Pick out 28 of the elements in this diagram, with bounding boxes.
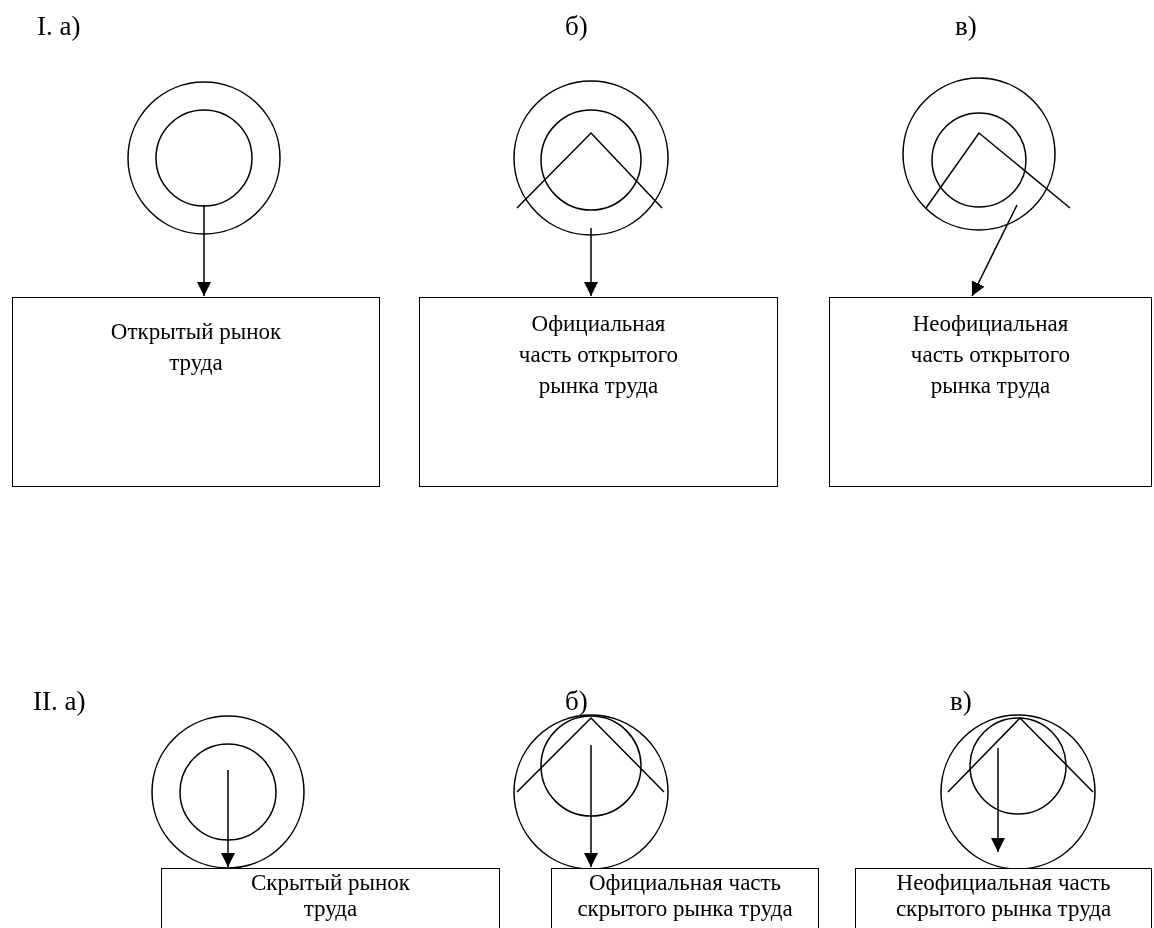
box-text: Официальная часть скрытого рынка труда	[576, 870, 794, 923]
text-box	[419, 297, 778, 487]
box-text: Открытый рынок труда	[109, 318, 283, 378]
arrow	[221, 769, 235, 868]
arrow	[197, 204, 211, 297]
panel-label: б)	[565, 12, 588, 42]
box-text: Официальная часть открытого рынка труда	[517, 310, 680, 401]
concentric-circles-drawing	[126, 80, 282, 236]
box-text: Неофициальная часть открытого рынка труда	[909, 310, 1072, 401]
arrow	[584, 744, 598, 868]
arrow	[971, 204, 1018, 297]
arrow	[584, 227, 598, 297]
box-text: Неофициальная часть скрытого рынка труда	[894, 870, 1113, 923]
panel-label: II. а)	[33, 687, 86, 717]
panel-label: в)	[955, 12, 977, 42]
concentric-circles-drawing	[901, 76, 1072, 232]
panel-label: б)	[565, 687, 588, 717]
text-box	[12, 297, 380, 487]
text-box	[551, 868, 819, 928]
arrow	[991, 747, 1005, 853]
concentric-circles-drawing	[150, 714, 306, 870]
panel-label: I. а)	[37, 12, 81, 42]
box-text: Скрытый рынок труда	[250, 870, 411, 923]
panel-label: в)	[950, 687, 972, 717]
concentric-circles-drawing	[512, 79, 670, 237]
text-box	[829, 297, 1152, 487]
text-box	[855, 868, 1152, 928]
text-box	[161, 868, 500, 928]
